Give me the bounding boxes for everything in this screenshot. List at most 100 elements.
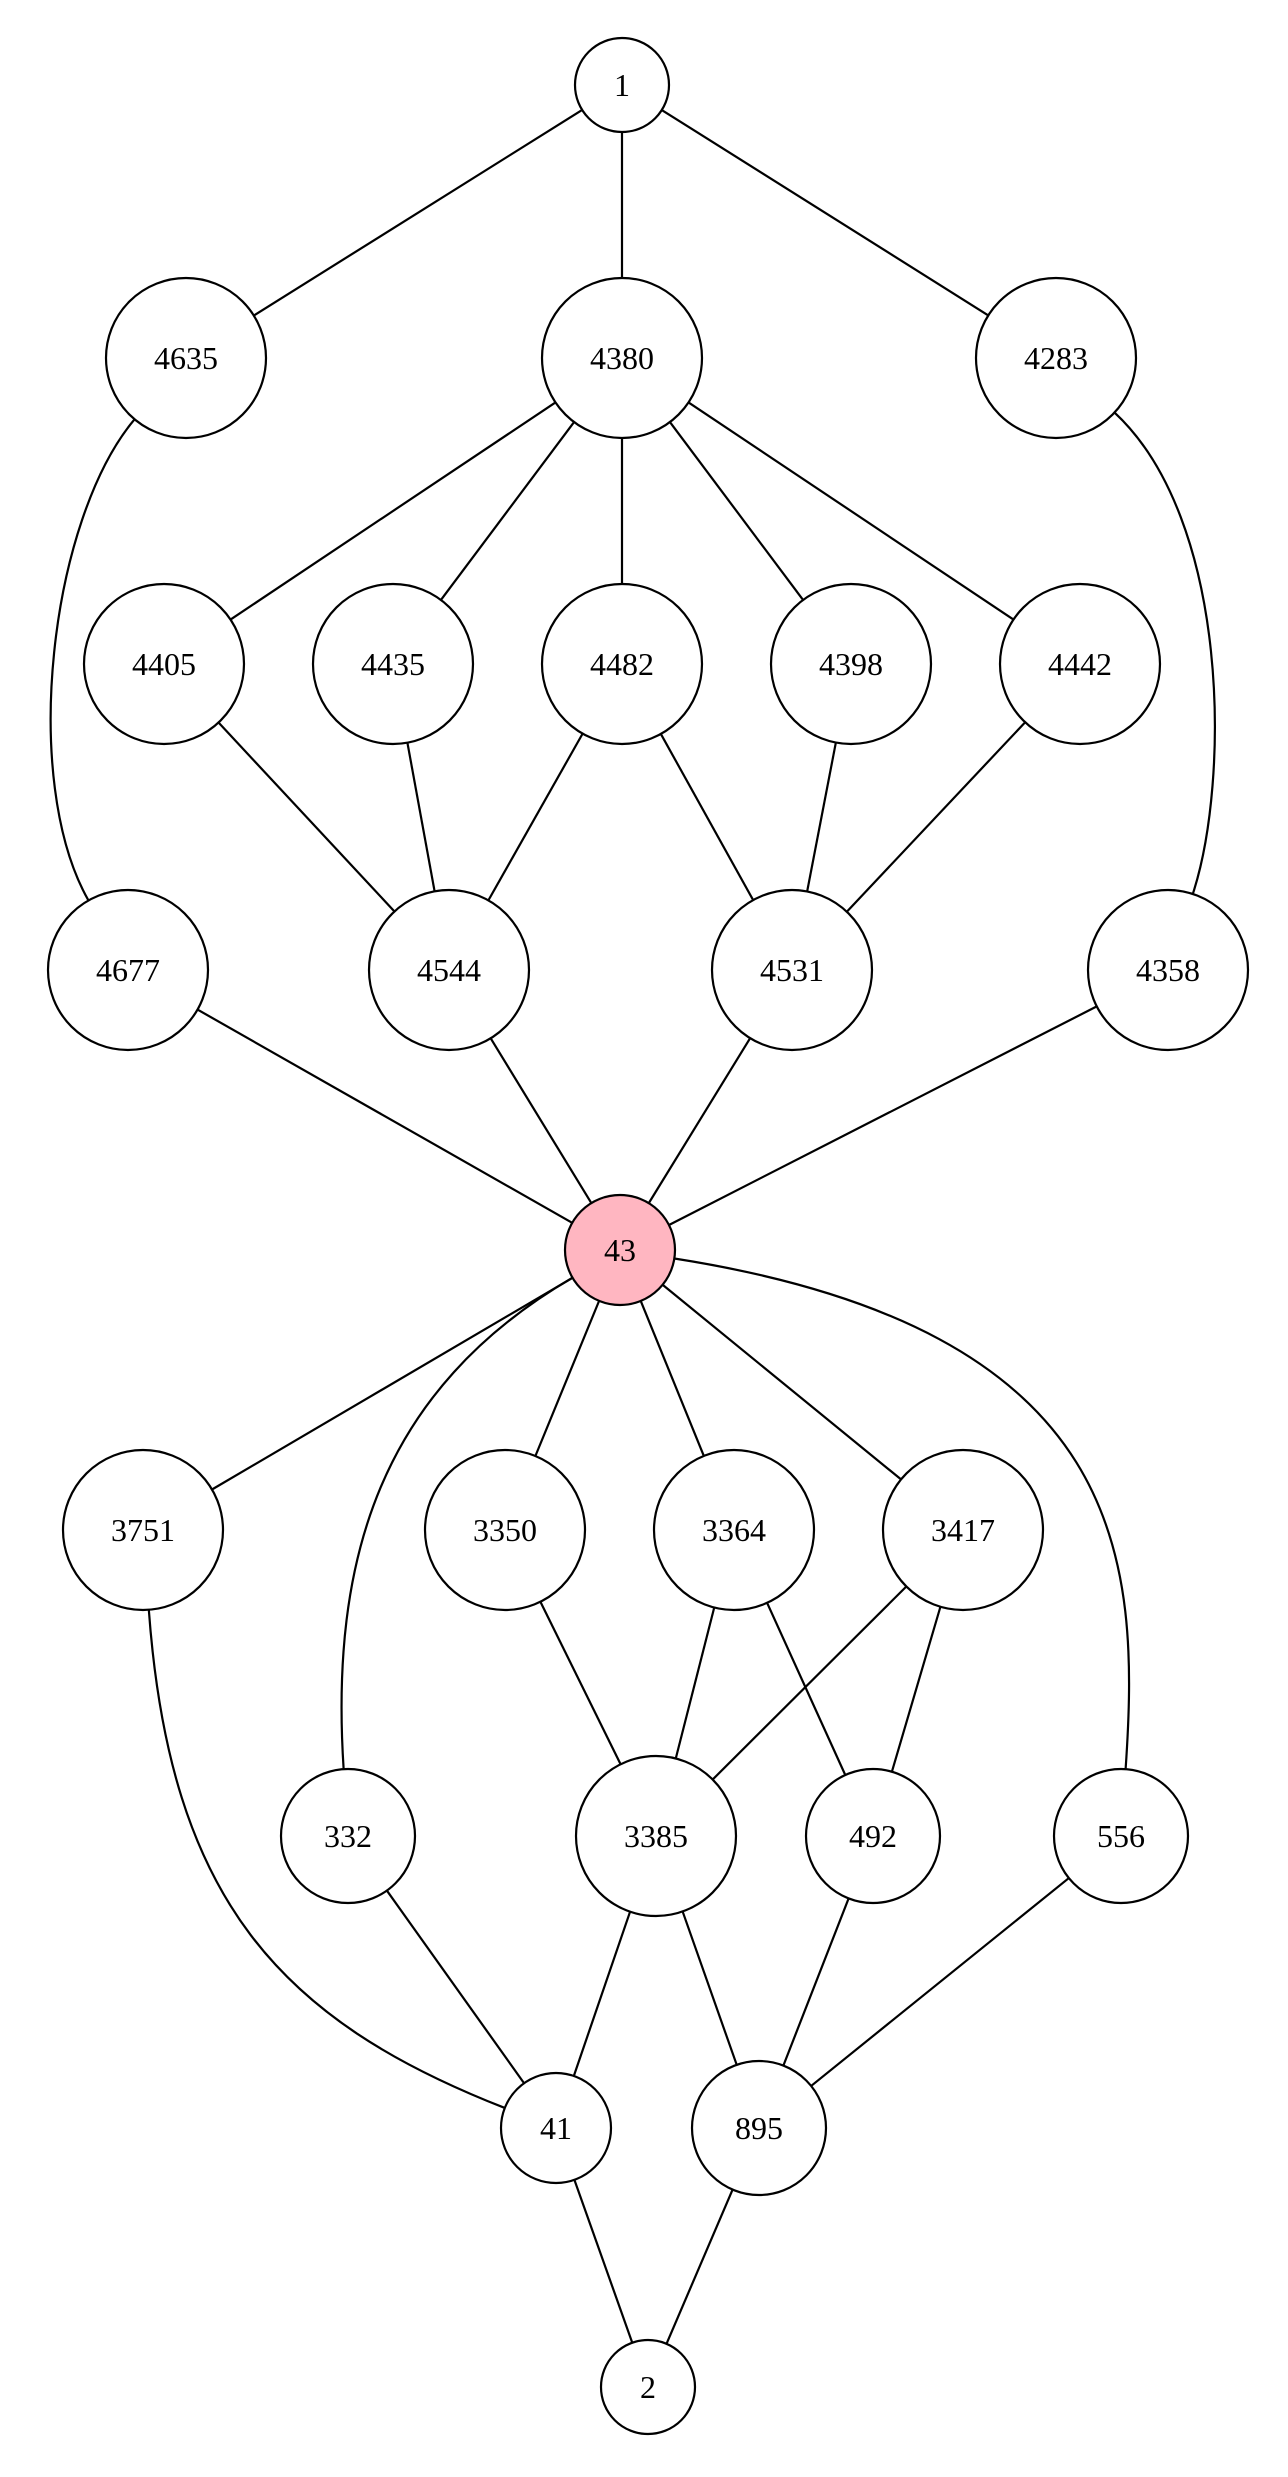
edge-43-332 <box>340 1276 574 1770</box>
edge-4398-4531 <box>806 742 837 892</box>
node-4405: 4405 <box>82 582 246 746</box>
node-circle <box>652 1448 816 1612</box>
node-3364: 3364 <box>652 1448 816 1612</box>
node-label: 4283 <box>1024 340 1088 376</box>
edge-layer <box>49 109 1216 2345</box>
node-895: 895 <box>690 2059 828 2197</box>
node-label: 2 <box>640 2369 656 2405</box>
edge-3385-895 <box>681 1911 738 2066</box>
node-label: 43 <box>604 1232 636 1268</box>
edge-4380-4405 <box>229 401 557 621</box>
node-circle <box>690 2059 828 2197</box>
edge-43-3350 <box>534 1300 601 1457</box>
edge-4380-4435 <box>440 421 575 601</box>
node-41: 41 <box>499 2071 613 2185</box>
edge-41-2 <box>573 2179 634 2344</box>
node-label: 4398 <box>819 646 883 682</box>
edge-43-3364 <box>639 1300 705 1457</box>
node-4677: 4677 <box>46 888 210 1052</box>
node-circle <box>540 276 704 440</box>
node-3350: 3350 <box>423 1448 587 1612</box>
node-circle <box>881 1448 1045 1612</box>
edge-3364-492 <box>766 1602 847 1776</box>
node-circle <box>804 1767 942 1905</box>
node-circle <box>104 276 268 440</box>
node-4358: 4358 <box>1086 888 1250 1052</box>
node-circle <box>974 276 1138 440</box>
node-label: 3385 <box>624 1818 688 1854</box>
node-label: 4405 <box>132 646 196 682</box>
node-circle <box>46 888 210 1052</box>
edge-4283-4358 <box>1113 411 1216 895</box>
edge-4435-4544 <box>406 742 436 892</box>
edge-43-3417 <box>661 1283 902 1481</box>
node-label: 4358 <box>1136 952 1200 988</box>
edge-3417-3385 <box>711 1585 908 1781</box>
node-circle <box>540 582 704 746</box>
node-circle <box>599 2338 697 2436</box>
node-4531: 4531 <box>710 888 874 1052</box>
node-label: 4482 <box>590 646 654 682</box>
node-label: 3364 <box>702 1512 766 1548</box>
node-circle <box>61 1448 225 1612</box>
node-label: 4380 <box>590 340 654 376</box>
node-2: 2 <box>599 2338 697 2436</box>
node-circle <box>573 36 671 134</box>
node-label: 4435 <box>361 646 425 682</box>
node-circle <box>82 582 246 746</box>
edge-556-895 <box>810 1877 1070 2087</box>
edge-3364-3385 <box>674 1607 716 1759</box>
node-label: 332 <box>324 1818 372 1854</box>
edge-4677-43 <box>196 1008 573 1224</box>
edge-4380-4442 <box>687 401 1015 621</box>
edge-3350-3385 <box>539 1601 622 1765</box>
edge-43-556 <box>674 1257 1131 1770</box>
node-circle <box>279 1767 417 1905</box>
edge-1-4283 <box>661 109 989 317</box>
edge-4531-43 <box>647 1037 752 1204</box>
node-circle <box>499 2071 613 2185</box>
node-3385: 3385 <box>574 1754 738 1918</box>
edge-43-3751 <box>211 1276 574 1491</box>
node-circle <box>998 582 1162 746</box>
node-label: 3350 <box>473 1512 537 1548</box>
node-4435: 4435 <box>311 582 475 746</box>
node-label: 4635 <box>154 340 218 376</box>
node-circle <box>563 1193 677 1307</box>
edge-332-41 <box>385 1889 525 2084</box>
node-label: 4677 <box>96 952 160 988</box>
node-556: 556 <box>1052 1767 1190 1905</box>
node-layer: 1 4635 4380 4283 4405 4435 4482 4398 4442 4677 454… <box>46 36 1250 2436</box>
node-4380: 4380 <box>540 276 704 440</box>
node-label: 41 <box>540 2110 572 2146</box>
node-4442: 4442 <box>998 582 1162 746</box>
edge-4405-4544 <box>217 721 396 913</box>
node-4635: 4635 <box>104 276 268 440</box>
edge-3417-492 <box>890 1606 942 1773</box>
node-label: 4531 <box>760 952 824 988</box>
node-circle <box>1086 888 1250 1052</box>
node-label: 4442 <box>1048 646 1112 682</box>
node-circle <box>574 1754 738 1918</box>
edge-4544-43 <box>489 1037 593 1204</box>
node-circle <box>367 888 531 1052</box>
edge-4442-4531 <box>846 721 1026 913</box>
node-4482: 4482 <box>540 582 704 746</box>
node-4544: 4544 <box>367 888 531 1052</box>
node-circle <box>710 888 874 1052</box>
node-circle <box>1052 1767 1190 1905</box>
edge-4482-4544 <box>487 733 584 901</box>
node-4398: 4398 <box>769 582 933 746</box>
node-3417: 3417 <box>881 1448 1045 1612</box>
node-492: 492 <box>804 1767 942 1905</box>
node-circle <box>311 582 475 746</box>
edge-4635-4677 <box>49 418 136 901</box>
node-label: 3751 <box>111 1512 175 1548</box>
node-label: 895 <box>735 2110 783 2146</box>
node-3751: 3751 <box>61 1448 225 1612</box>
node-43: 43 <box>563 1193 677 1307</box>
node-label: 1 <box>614 67 630 103</box>
node-circle <box>423 1448 587 1612</box>
edge-895-2 <box>665 2189 734 2345</box>
